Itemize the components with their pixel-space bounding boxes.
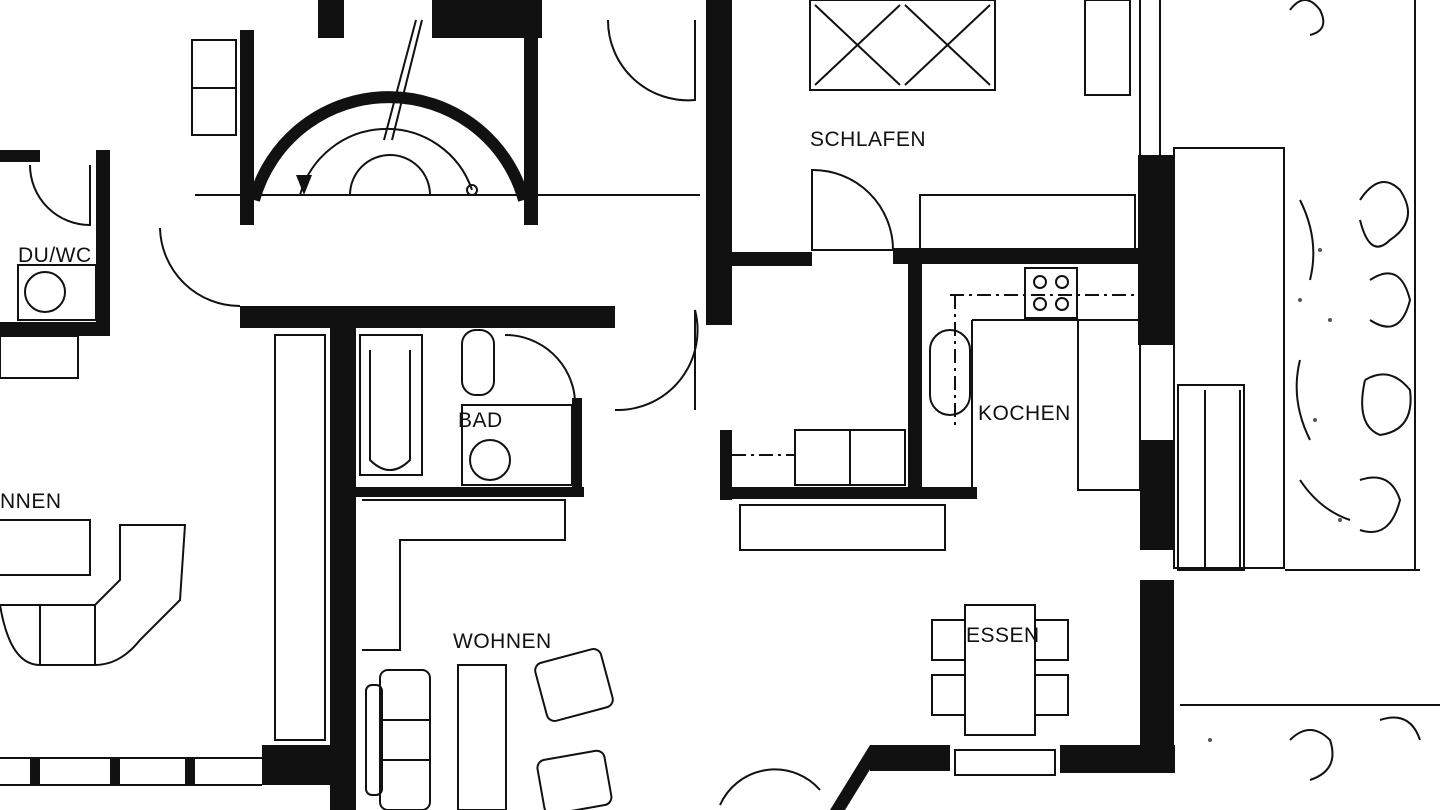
room-labels: SCHLAFEN DU/WC BAD KOCHEN NNEN WOHNEN ES… (0, 128, 1071, 653)
garden-planting (1208, 0, 1421, 781)
label-wohnen-left: NNEN (0, 490, 62, 513)
stair (191, 19, 700, 202)
label-wohnen: WOHNEN (453, 630, 552, 653)
label-essen: ESSEN (966, 624, 1040, 647)
label-bad: BAD (458, 409, 503, 432)
label-kochen: KOCHEN (978, 402, 1071, 425)
doors (29, 19, 895, 806)
label-schlafen: SCHLAFEN (810, 128, 926, 151)
walls (0, 0, 1175, 810)
label-du-wc: DU/WC (18, 244, 92, 267)
